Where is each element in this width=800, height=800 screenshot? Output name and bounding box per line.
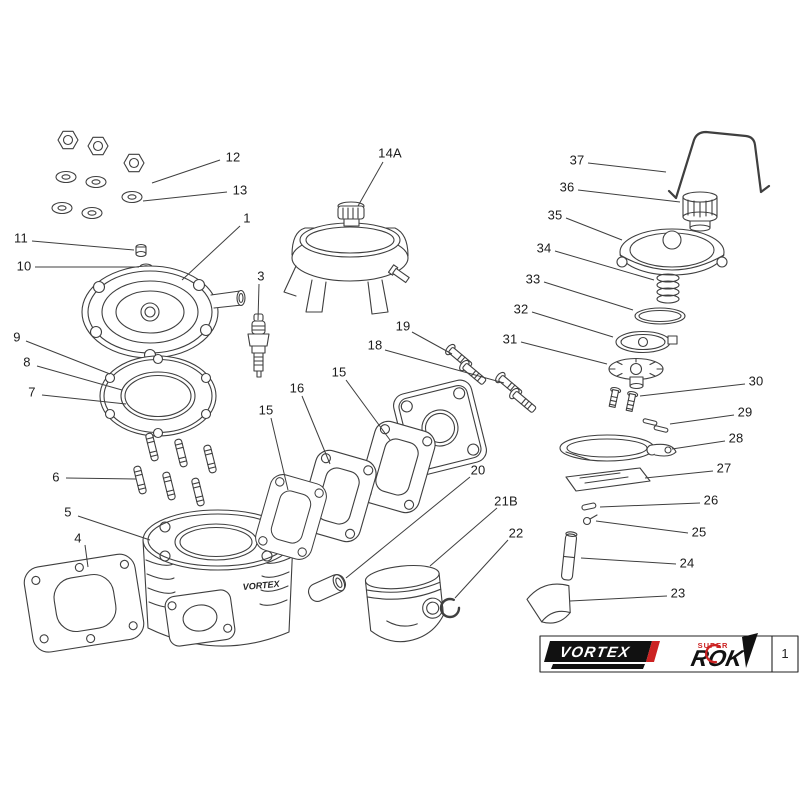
svg-text:VORTEX: VORTEX bbox=[558, 644, 631, 661]
intake-cover-assembly bbox=[283, 201, 410, 315]
vortex-logo: VORTEX bbox=[544, 641, 660, 669]
leader-line-24 bbox=[580, 557, 677, 565]
leader-line-18 bbox=[384, 349, 505, 384]
leader-line-37 bbox=[587, 162, 667, 173]
leader-line-8 bbox=[36, 365, 123, 391]
leader-line-32 bbox=[531, 311, 614, 338]
leader-line-36 bbox=[577, 189, 681, 203]
pin-25 bbox=[582, 514, 598, 526]
leader-line-3 bbox=[257, 283, 260, 321]
adjuster-cap bbox=[682, 191, 718, 232]
valve-lever-assembly bbox=[559, 434, 677, 462]
leader-line-29 bbox=[669, 414, 735, 425]
circlip bbox=[439, 597, 461, 619]
retainer-clip-wire bbox=[667, 130, 771, 200]
leader-line-6 bbox=[65, 477, 137, 480]
leader-line-7 bbox=[41, 394, 127, 405]
leader-line-15 bbox=[345, 379, 391, 441]
leader-line-26 bbox=[599, 502, 701, 508]
page-number: 1 bbox=[781, 646, 788, 661]
leader-line-1 bbox=[181, 225, 241, 281]
leader-line-13 bbox=[142, 191, 228, 202]
svg-text:ROK: ROK bbox=[689, 645, 748, 671]
saddle-bracket bbox=[526, 583, 571, 624]
pin-26 bbox=[581, 502, 597, 511]
cylinder-head bbox=[81, 265, 246, 362]
pins-29 bbox=[642, 418, 669, 433]
leader-line-20 bbox=[345, 476, 471, 579]
leader-line-31 bbox=[520, 341, 608, 365]
leader-line-15 bbox=[270, 417, 289, 491]
dowel-pin bbox=[560, 531, 578, 581]
base-gasket bbox=[23, 553, 145, 653]
piston bbox=[364, 564, 445, 643]
leader-line-25 bbox=[595, 520, 689, 534]
piston-pin bbox=[307, 574, 347, 602]
cylinder-brand-marking: VORTEX bbox=[242, 579, 281, 592]
valve-gear bbox=[608, 357, 664, 390]
leader-line-28 bbox=[671, 440, 726, 450]
leader-line-4 bbox=[84, 544, 89, 568]
rok-logo: SUPER ROK bbox=[689, 633, 758, 671]
head-nuts-washers bbox=[51, 130, 145, 220]
leader-line-5 bbox=[77, 515, 151, 541]
cylinder: VORTEX bbox=[142, 509, 294, 647]
leader-line-16 bbox=[301, 395, 331, 465]
spark-plug bbox=[247, 313, 270, 378]
valve-o-ring bbox=[634, 307, 686, 325]
leader-line-12 bbox=[151, 159, 221, 184]
cover-plate bbox=[565, 467, 651, 492]
leader-line-21B bbox=[429, 507, 498, 567]
leader-line-11 bbox=[31, 240, 135, 251]
leader-line-27 bbox=[644, 470, 714, 479]
valve-spring bbox=[656, 273, 680, 304]
leader-line-9 bbox=[25, 340, 111, 375]
leader-line-30 bbox=[639, 383, 746, 397]
leader-line-22 bbox=[454, 539, 509, 599]
leader-line-19 bbox=[411, 331, 453, 355]
leader-line-33 bbox=[543, 281, 634, 311]
valve-plate bbox=[615, 330, 678, 354]
leader-line-35 bbox=[565, 217, 623, 241]
leader-line-14A bbox=[357, 161, 384, 207]
valve-cover bbox=[616, 228, 728, 276]
head-gasket bbox=[99, 353, 217, 439]
leader-line-23 bbox=[569, 595, 668, 602]
leader-line-34 bbox=[554, 250, 655, 281]
